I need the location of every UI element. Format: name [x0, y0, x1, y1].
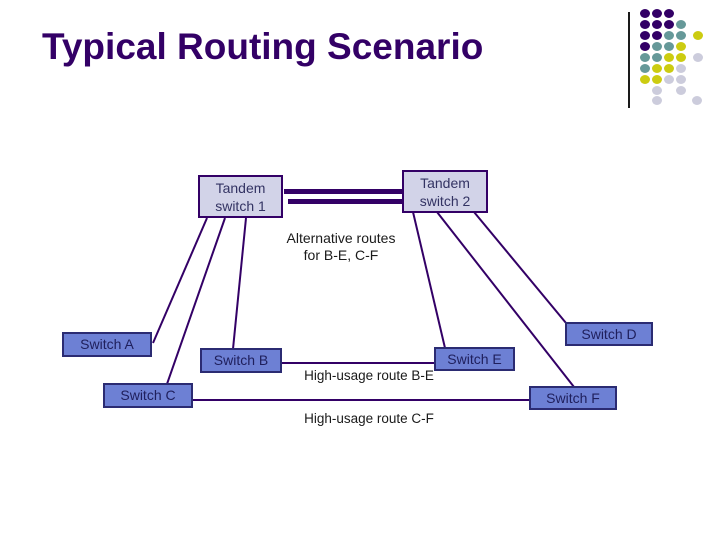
logo-dot — [676, 52, 686, 62]
logo-dot — [652, 30, 662, 40]
logo-dot — [640, 8, 650, 18]
logo-dot — [664, 52, 674, 62]
trunk-line-bar — [284, 189, 403, 194]
logo-dot — [664, 63, 674, 73]
node-label: Tandem — [420, 175, 470, 191]
node-switch-e: Switch E — [434, 347, 515, 371]
high-usage-route-cf-label: High-usage route C-F — [304, 411, 434, 426]
high-usage-route-be-label: High-usage route B-E — [304, 368, 434, 383]
alternative-routes-line1: Alternative routes — [286, 230, 396, 246]
logo-dot — [676, 85, 686, 95]
logo-dot — [652, 8, 662, 18]
node-switch-c: Switch C — [103, 383, 193, 408]
logo-dot — [693, 30, 703, 40]
logo-dot — [652, 85, 662, 95]
logo-dot — [652, 63, 662, 73]
trunk-line-bar — [288, 199, 407, 204]
logo-dot — [640, 30, 650, 40]
slide-title: Typical Routing Scenario — [42, 26, 484, 67]
logo-dot — [664, 41, 674, 51]
logo-dot — [692, 95, 702, 105]
logo-dot — [640, 63, 650, 73]
logo-dot — [640, 52, 650, 62]
alternative-routes-line2: for B-E, C-F — [303, 247, 379, 263]
logo-dot — [640, 19, 650, 29]
alternative-routes-label: Alternative routes for B-E, C-F — [256, 230, 426, 264]
logo-dot — [664, 30, 674, 40]
logo-dot — [676, 41, 686, 51]
logo-dot — [693, 52, 703, 62]
connection-line-tandem1-switchC — [166, 217, 226, 385]
logo-dot — [640, 74, 650, 84]
node-tandem-switch-1: Tandem switch 1 — [198, 175, 283, 218]
connection-line-tandem2-switchD — [473, 211, 567, 324]
node-tandem-switch-2: Tandem switch 2 — [402, 170, 488, 213]
node-switch-b: Switch B — [200, 348, 282, 373]
node-switch-d: Switch D — [565, 322, 653, 346]
logo-dot — [652, 52, 662, 62]
logo-dot — [676, 63, 686, 73]
logo-dot — [640, 41, 650, 51]
logo-dot — [676, 74, 686, 84]
node-label: switch 2 — [419, 193, 471, 209]
logo-dot — [652, 41, 662, 51]
logo-separator-line — [628, 12, 630, 108]
logo-dot — [676, 30, 686, 40]
node-label: Tandem — [215, 180, 266, 196]
connection-line-tandem1-switchA — [152, 217, 208, 344]
connection-line-tandem2-switchE — [412, 211, 446, 349]
node-label: switch 1 — [215, 198, 266, 214]
logo-dot — [652, 95, 662, 105]
connection-line-tandem2-switchF — [436, 211, 575, 388]
logo-dot — [652, 19, 662, 29]
logo-dot — [664, 74, 674, 84]
connection-line-tandem1-switchB — [232, 217, 247, 350]
node-switch-a: Switch A — [62, 332, 152, 357]
logo-dot — [664, 8, 674, 18]
logo-dot — [652, 74, 662, 84]
node-switch-f: Switch F — [529, 386, 617, 410]
logo-dot — [676, 19, 686, 29]
logo-dot — [664, 19, 674, 29]
